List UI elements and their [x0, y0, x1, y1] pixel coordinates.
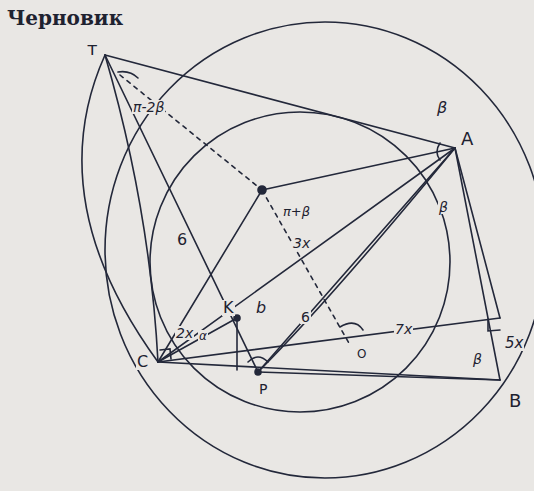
point-label: 6: [300, 310, 311, 324]
right-angle: [160, 349, 171, 359]
right-angle: [488, 319, 500, 331]
point-label: α: [198, 330, 208, 342]
inner-circle: [150, 112, 450, 412]
point-label: O: [356, 348, 367, 360]
outer-circle: [105, 22, 534, 478]
point-label: b: [255, 300, 267, 316]
angle-arc: [118, 72, 138, 78]
arc: [258, 148, 455, 372]
segment: [455, 148, 500, 380]
point-label: A: [460, 130, 474, 148]
segment: [455, 148, 500, 318]
segment: [158, 190, 262, 362]
point: [258, 186, 266, 194]
point: [234, 315, 240, 321]
angle-arc: [340, 323, 363, 330]
point-label: π+β: [282, 205, 311, 218]
segment: [158, 148, 455, 362]
dashed-line: [262, 190, 350, 345]
segment: [105, 55, 455, 148]
point-label: β: [472, 352, 483, 366]
dashed-line: [120, 75, 262, 190]
point-label: C: [136, 354, 149, 370]
angle-arc: [248, 357, 268, 362]
segment: [158, 318, 500, 362]
point-label: P: [258, 382, 268, 396]
point-label: π-2β: [132, 100, 165, 114]
angle-arc: [437, 143, 440, 160]
point-label: 7x: [394, 322, 413, 336]
point-label: B: [508, 392, 522, 410]
segment: [258, 372, 500, 380]
segment: [158, 318, 237, 362]
point-label: 6: [176, 232, 188, 248]
point-label: β: [438, 200, 449, 214]
point-label: β: [436, 100, 448, 116]
segment: [258, 148, 455, 372]
point-label: 3x: [292, 236, 311, 250]
point-label: 2x: [175, 326, 194, 340]
draft-title: Черновик: [6, 8, 124, 28]
point: [255, 369, 261, 375]
point-label: 5x: [504, 336, 524, 351]
segment: [236, 318, 238, 370]
segment: [158, 362, 500, 380]
point-label: т: [86, 40, 99, 58]
point-label: K: [222, 300, 235, 316]
